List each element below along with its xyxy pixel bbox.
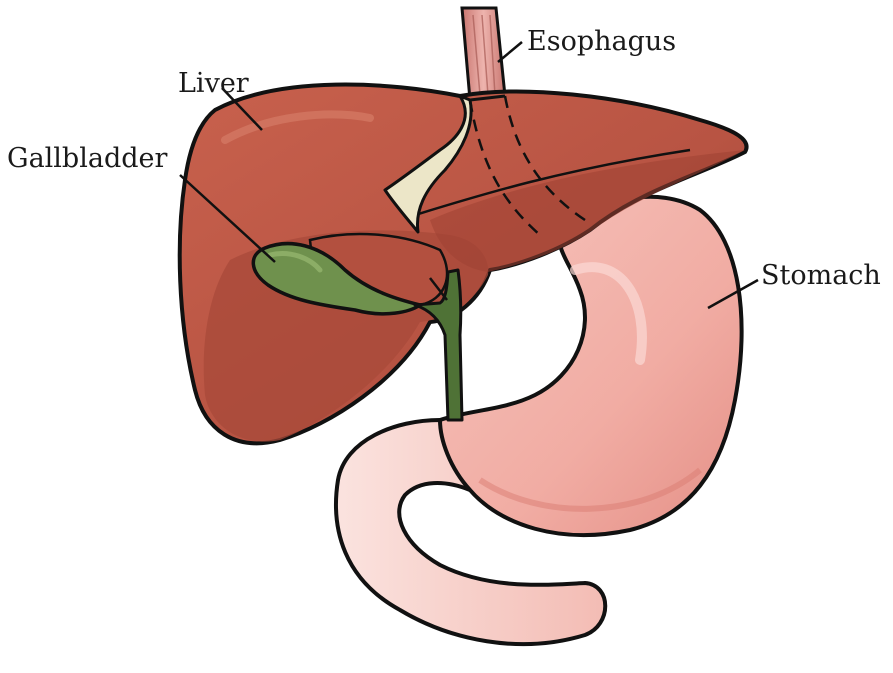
esophagus [462, 8, 505, 100]
esophagus-label: Esophagus [527, 26, 676, 57]
liver-label: Liver [178, 68, 249, 99]
gallbladder-label: Gallbladder [7, 143, 167, 174]
stomach-label: Stomach [761, 260, 881, 291]
